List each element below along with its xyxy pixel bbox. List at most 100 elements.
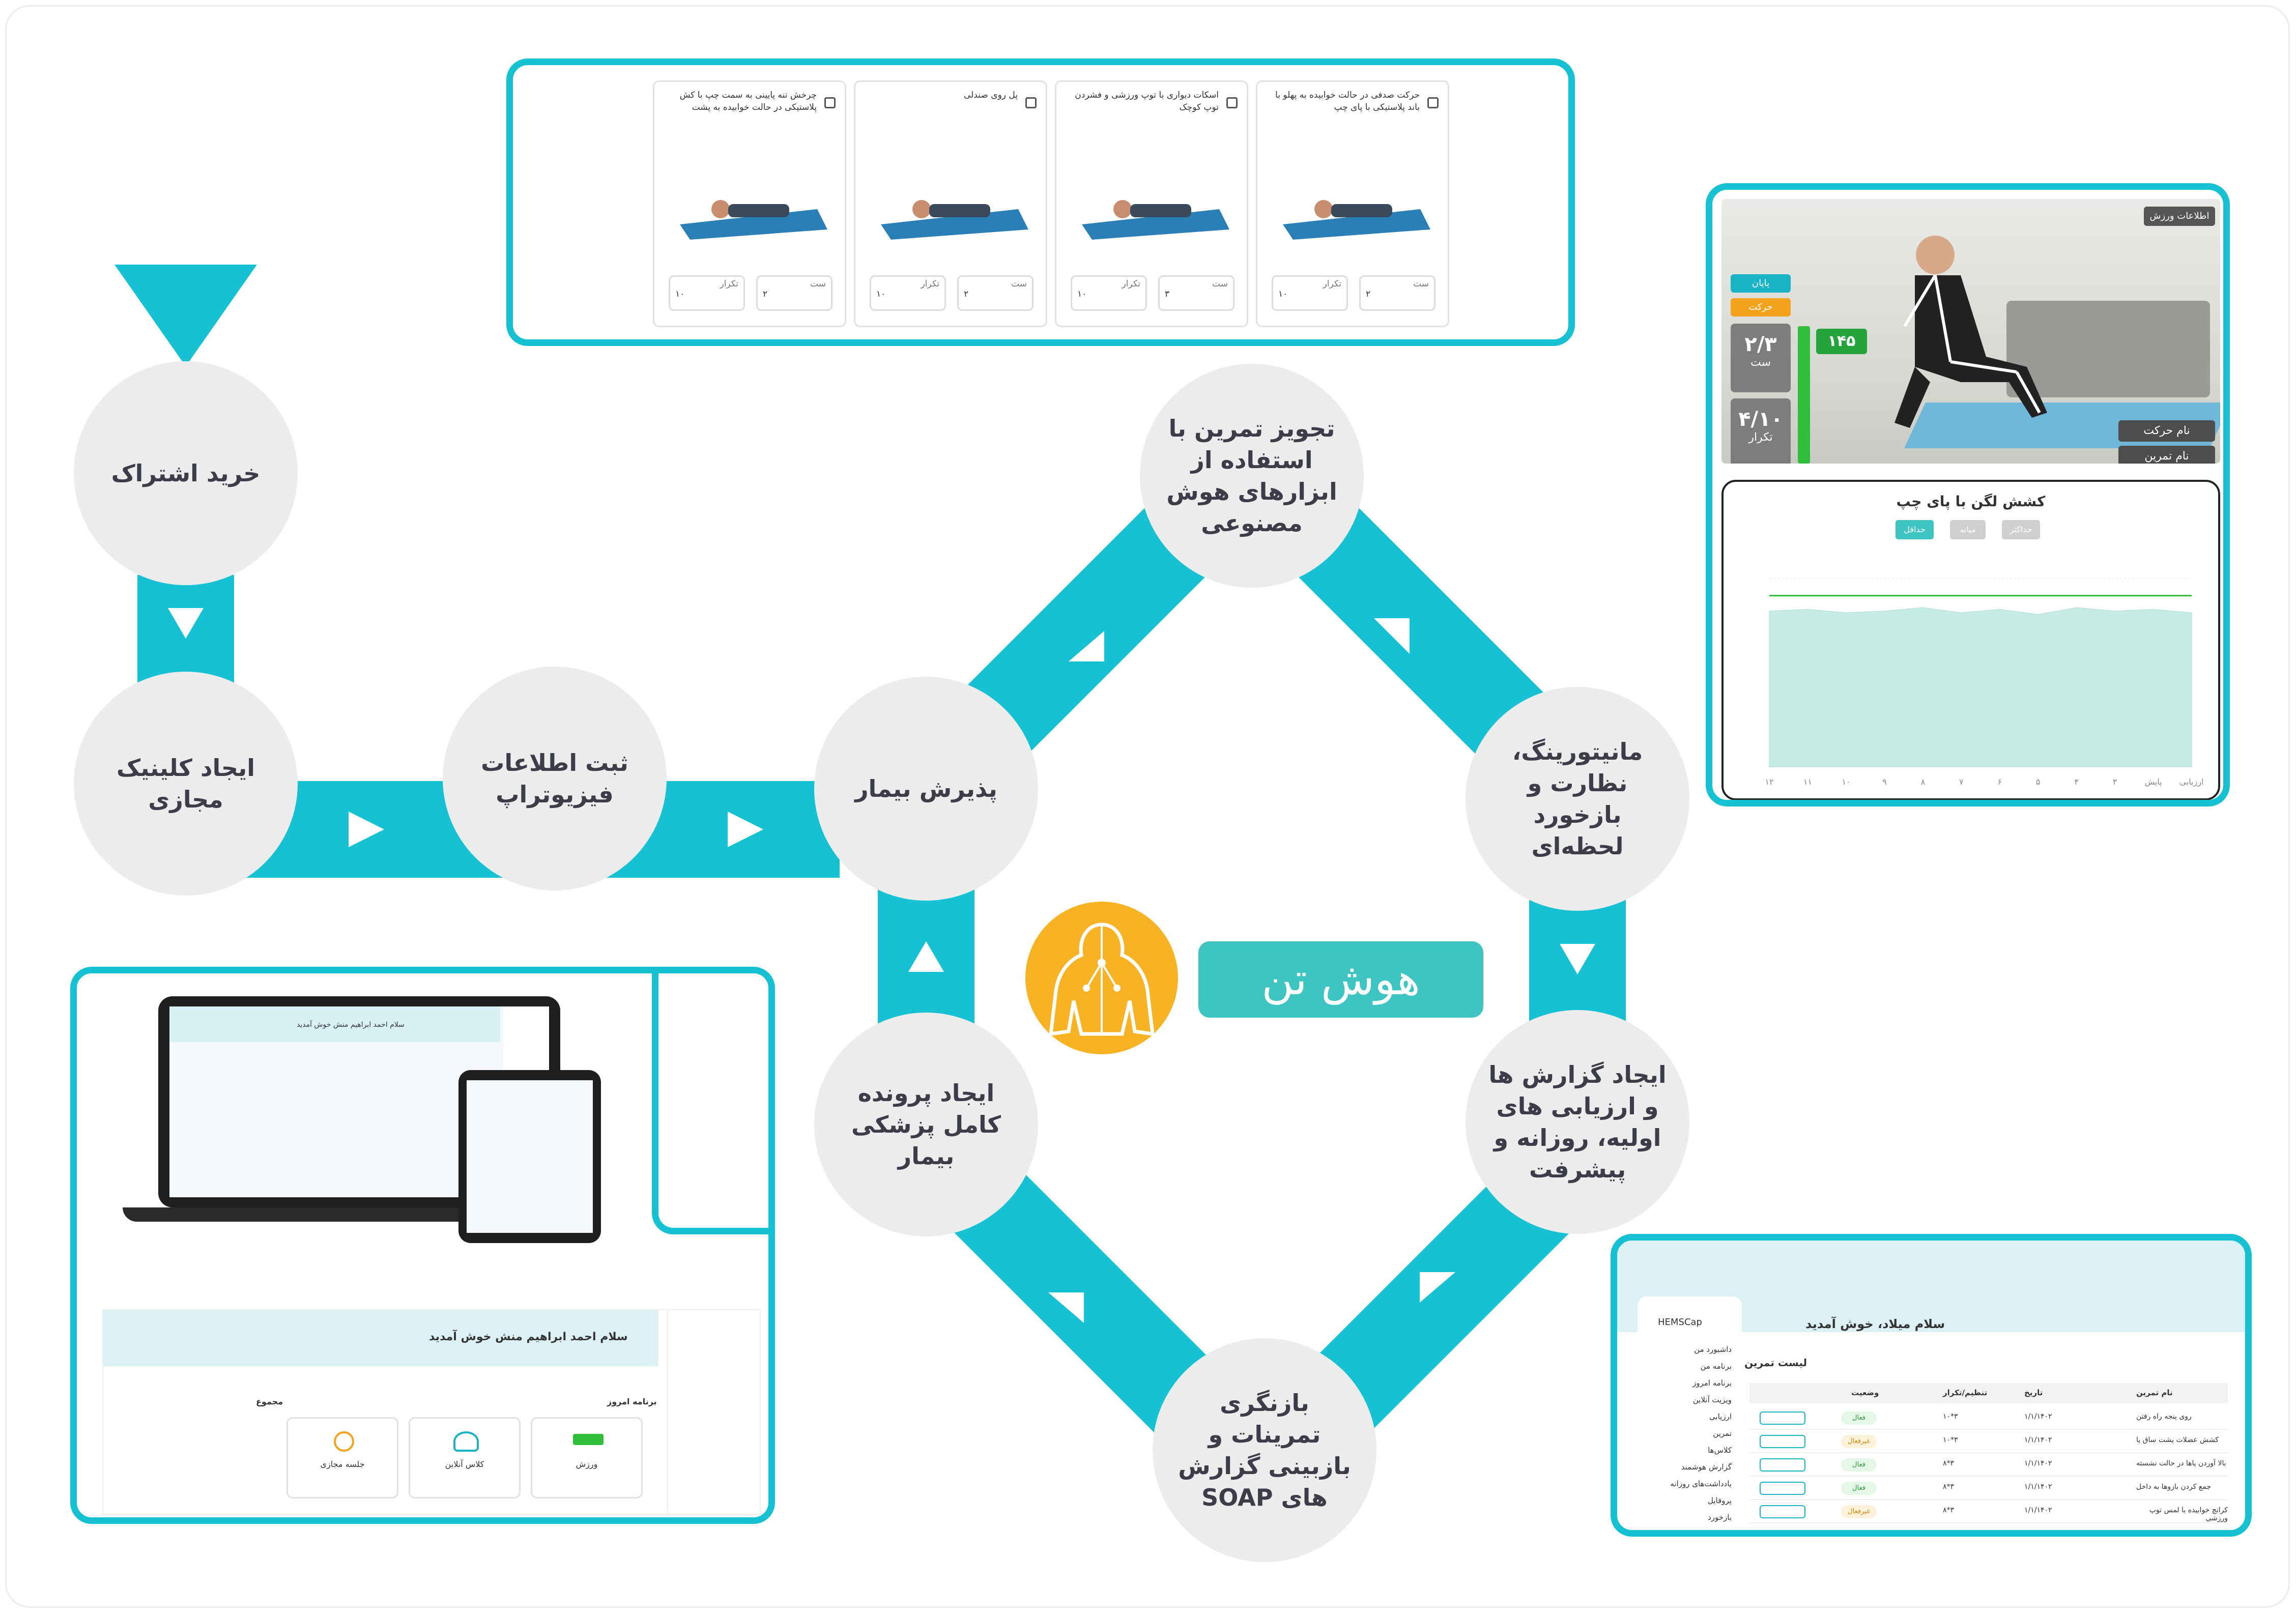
camera-view: اطلاعات ورزش پایان حرکت ۲/۳ ست ۴/۱۰ تکرا… bbox=[1721, 199, 2220, 464]
arrow-down-icon bbox=[1560, 944, 1595, 974]
sidebar-item[interactable]: برنامه امروز bbox=[1692, 1378, 1732, 1388]
exercise-card[interactable]: اسکات دیواری با توپ ورزشی و فشردن توپ کو… bbox=[1055, 80, 1248, 327]
sidebar-item[interactable]: گزارش هوشمند bbox=[1681, 1462, 1732, 1472]
item-card-virtual-session[interactable]: جلسه مجازی bbox=[286, 1417, 398, 1498]
set-field[interactable]: ست ۲ bbox=[957, 275, 1034, 311]
status-badge: غیرفعال bbox=[1841, 1505, 1877, 1518]
dashboard-sidebar bbox=[667, 1310, 760, 1514]
row-action-button[interactable] bbox=[1760, 1458, 1805, 1472]
set-field-label: ست bbox=[1011, 279, 1027, 289]
row-action-button[interactable] bbox=[1760, 1411, 1805, 1425]
item-label: کلاس آنلاین bbox=[445, 1459, 484, 1469]
item-label: ورزش bbox=[576, 1459, 598, 1469]
chart-tab-mid[interactable]: میانه bbox=[1950, 520, 1986, 539]
arrow-left-icon bbox=[349, 812, 384, 847]
node-ai-prescription: تجویز تمرین با استفاده از ابزارهای هوش م… bbox=[1140, 364, 1364, 588]
x-tick-label: ۳ bbox=[2113, 777, 2117, 787]
chart-tab-min[interactable]: حداقل bbox=[1896, 520, 1934, 539]
node-virtual-clinic: ایجاد کلینیک مجازی bbox=[74, 672, 298, 896]
sidebar-item[interactable]: ویزیت آنلاین bbox=[1692, 1395, 1732, 1404]
table-header-cell: نام تمرین bbox=[2136, 1388, 2173, 1397]
move-button[interactable]: حرکت bbox=[1731, 298, 1791, 316]
item-card-online-class[interactable]: کلاس آنلاین bbox=[409, 1417, 521, 1498]
set-field-label: ست bbox=[810, 279, 826, 289]
series-area bbox=[1769, 607, 2192, 767]
node-label: ایجاد پرونده کامل پزشکی بیمار bbox=[851, 1079, 1001, 1170]
exercise-card[interactable]: چرخش تنه پایینی به سمت چپ با کش پلاستیکی… bbox=[653, 80, 846, 327]
dashboard-devices-panel: سلام احمد ابراهیم منش خوش آمدید سلام احم… bbox=[70, 967, 775, 1524]
set-field-value: ۲ bbox=[964, 289, 969, 299]
rep-field-value: ۱۰ bbox=[876, 289, 886, 299]
sidebar-item[interactable]: کلاس‌ها bbox=[1708, 1446, 1732, 1455]
dumbbell-icon bbox=[573, 1434, 604, 1445]
sidebar-item[interactable]: تمرین bbox=[1713, 1429, 1732, 1438]
live-monitoring-panel: اطلاعات ورزش پایان حرکت ۲/۳ ست ۴/۱۰ تکرا… bbox=[1706, 183, 2230, 806]
exercise-checkbox[interactable] bbox=[1226, 97, 1238, 108]
list-greeting: سلام میلاد، خوش آمدید bbox=[1805, 1317, 1945, 1331]
brand-logo-icon bbox=[1025, 902, 1178, 1054]
x-tick-label: ۴ bbox=[2074, 777, 2079, 787]
row-action-button[interactable] bbox=[1760, 1482, 1805, 1495]
end-button[interactable]: پایان bbox=[1731, 274, 1791, 293]
exercise-checkbox[interactable] bbox=[1025, 97, 1037, 108]
exercise-checkbox[interactable] bbox=[824, 97, 836, 108]
sidebar-item[interactable]: ارزیابی bbox=[1709, 1412, 1732, 1421]
table-cell: ۳*۸ bbox=[1943, 1483, 1955, 1491]
sidebar-item[interactable]: بازخورد bbox=[1708, 1513, 1732, 1522]
arrow-down-right-icon bbox=[1374, 618, 1410, 654]
x-tick-label: ۵ bbox=[2036, 777, 2041, 787]
pose-skeleton-icon bbox=[1895, 236, 2047, 428]
item-card-exercise[interactable]: ورزش bbox=[531, 1417, 643, 1498]
x-tick-label: ۷ bbox=[1959, 777, 1964, 787]
exercise-illustration bbox=[871, 148, 1034, 240]
arrow-left-icon bbox=[728, 812, 763, 847]
x-tick-label: ۶ bbox=[1997, 777, 2002, 787]
rep-field-label: تکرار bbox=[1122, 279, 1140, 289]
mobile-cutout bbox=[652, 973, 768, 1234]
table-cell: جمع کردن بازوها به داخل bbox=[2136, 1483, 2212, 1491]
brand-name: هوش تن bbox=[1261, 954, 1420, 1005]
sofa-shape bbox=[2006, 301, 2210, 397]
sidebar-item[interactable]: داشبورد من bbox=[1694, 1345, 1732, 1354]
dashboard-greeting: سلام احمد ابراهیم منش خوش آمدید bbox=[429, 1331, 628, 1343]
node-label: ثبت اطلاعات فیزیوتراپ bbox=[481, 748, 628, 808]
table-cell: ۳*۱۰ bbox=[1943, 1436, 1958, 1444]
exercise-card[interactable]: حرکت صدفی در حالت خوابیده به پهلو با بان… bbox=[1256, 80, 1449, 327]
x-tick-label: ۸ bbox=[1921, 777, 1926, 787]
x-tick-label: ۱۰ bbox=[1842, 777, 1850, 787]
table-cell: روی پنجه راه رفتن bbox=[2136, 1413, 2192, 1421]
sidebar-item[interactable]: پروفایل bbox=[1708, 1496, 1732, 1505]
exercise-checkbox[interactable] bbox=[1427, 97, 1439, 108]
exercise-selection-panel: حرکت صدفی در حالت خوابیده به پهلو با بان… bbox=[506, 59, 1575, 346]
exercise-title: اسکات دیواری با توپ ورزشی و فشردن توپ کو… bbox=[1075, 90, 1219, 112]
row-action-button[interactable] bbox=[1760, 1505, 1805, 1518]
list-title: لیست تمرین bbox=[1744, 1357, 1807, 1369]
chart-tab-max[interactable]: حداکثر bbox=[2002, 520, 2040, 539]
body-outline-icon bbox=[1048, 923, 1155, 1036]
tablet-mockup bbox=[458, 1070, 601, 1243]
row-action-button[interactable] bbox=[1760, 1435, 1805, 1448]
table-cell: ۳*۸ bbox=[1943, 1506, 1955, 1514]
arrow-down-left-icon bbox=[1420, 1272, 1455, 1303]
sidebar-item[interactable]: برنامه من bbox=[1700, 1362, 1732, 1371]
sidebar-item[interactable]: یادداشت‌های روزانه bbox=[1670, 1479, 1732, 1488]
table-cell: ۳*۱۰ bbox=[1943, 1413, 1958, 1421]
score-badge: ۱۴۵ bbox=[1816, 329, 1867, 354]
exercise-info-button[interactable]: اطلاعات ورزش bbox=[2144, 207, 2215, 226]
